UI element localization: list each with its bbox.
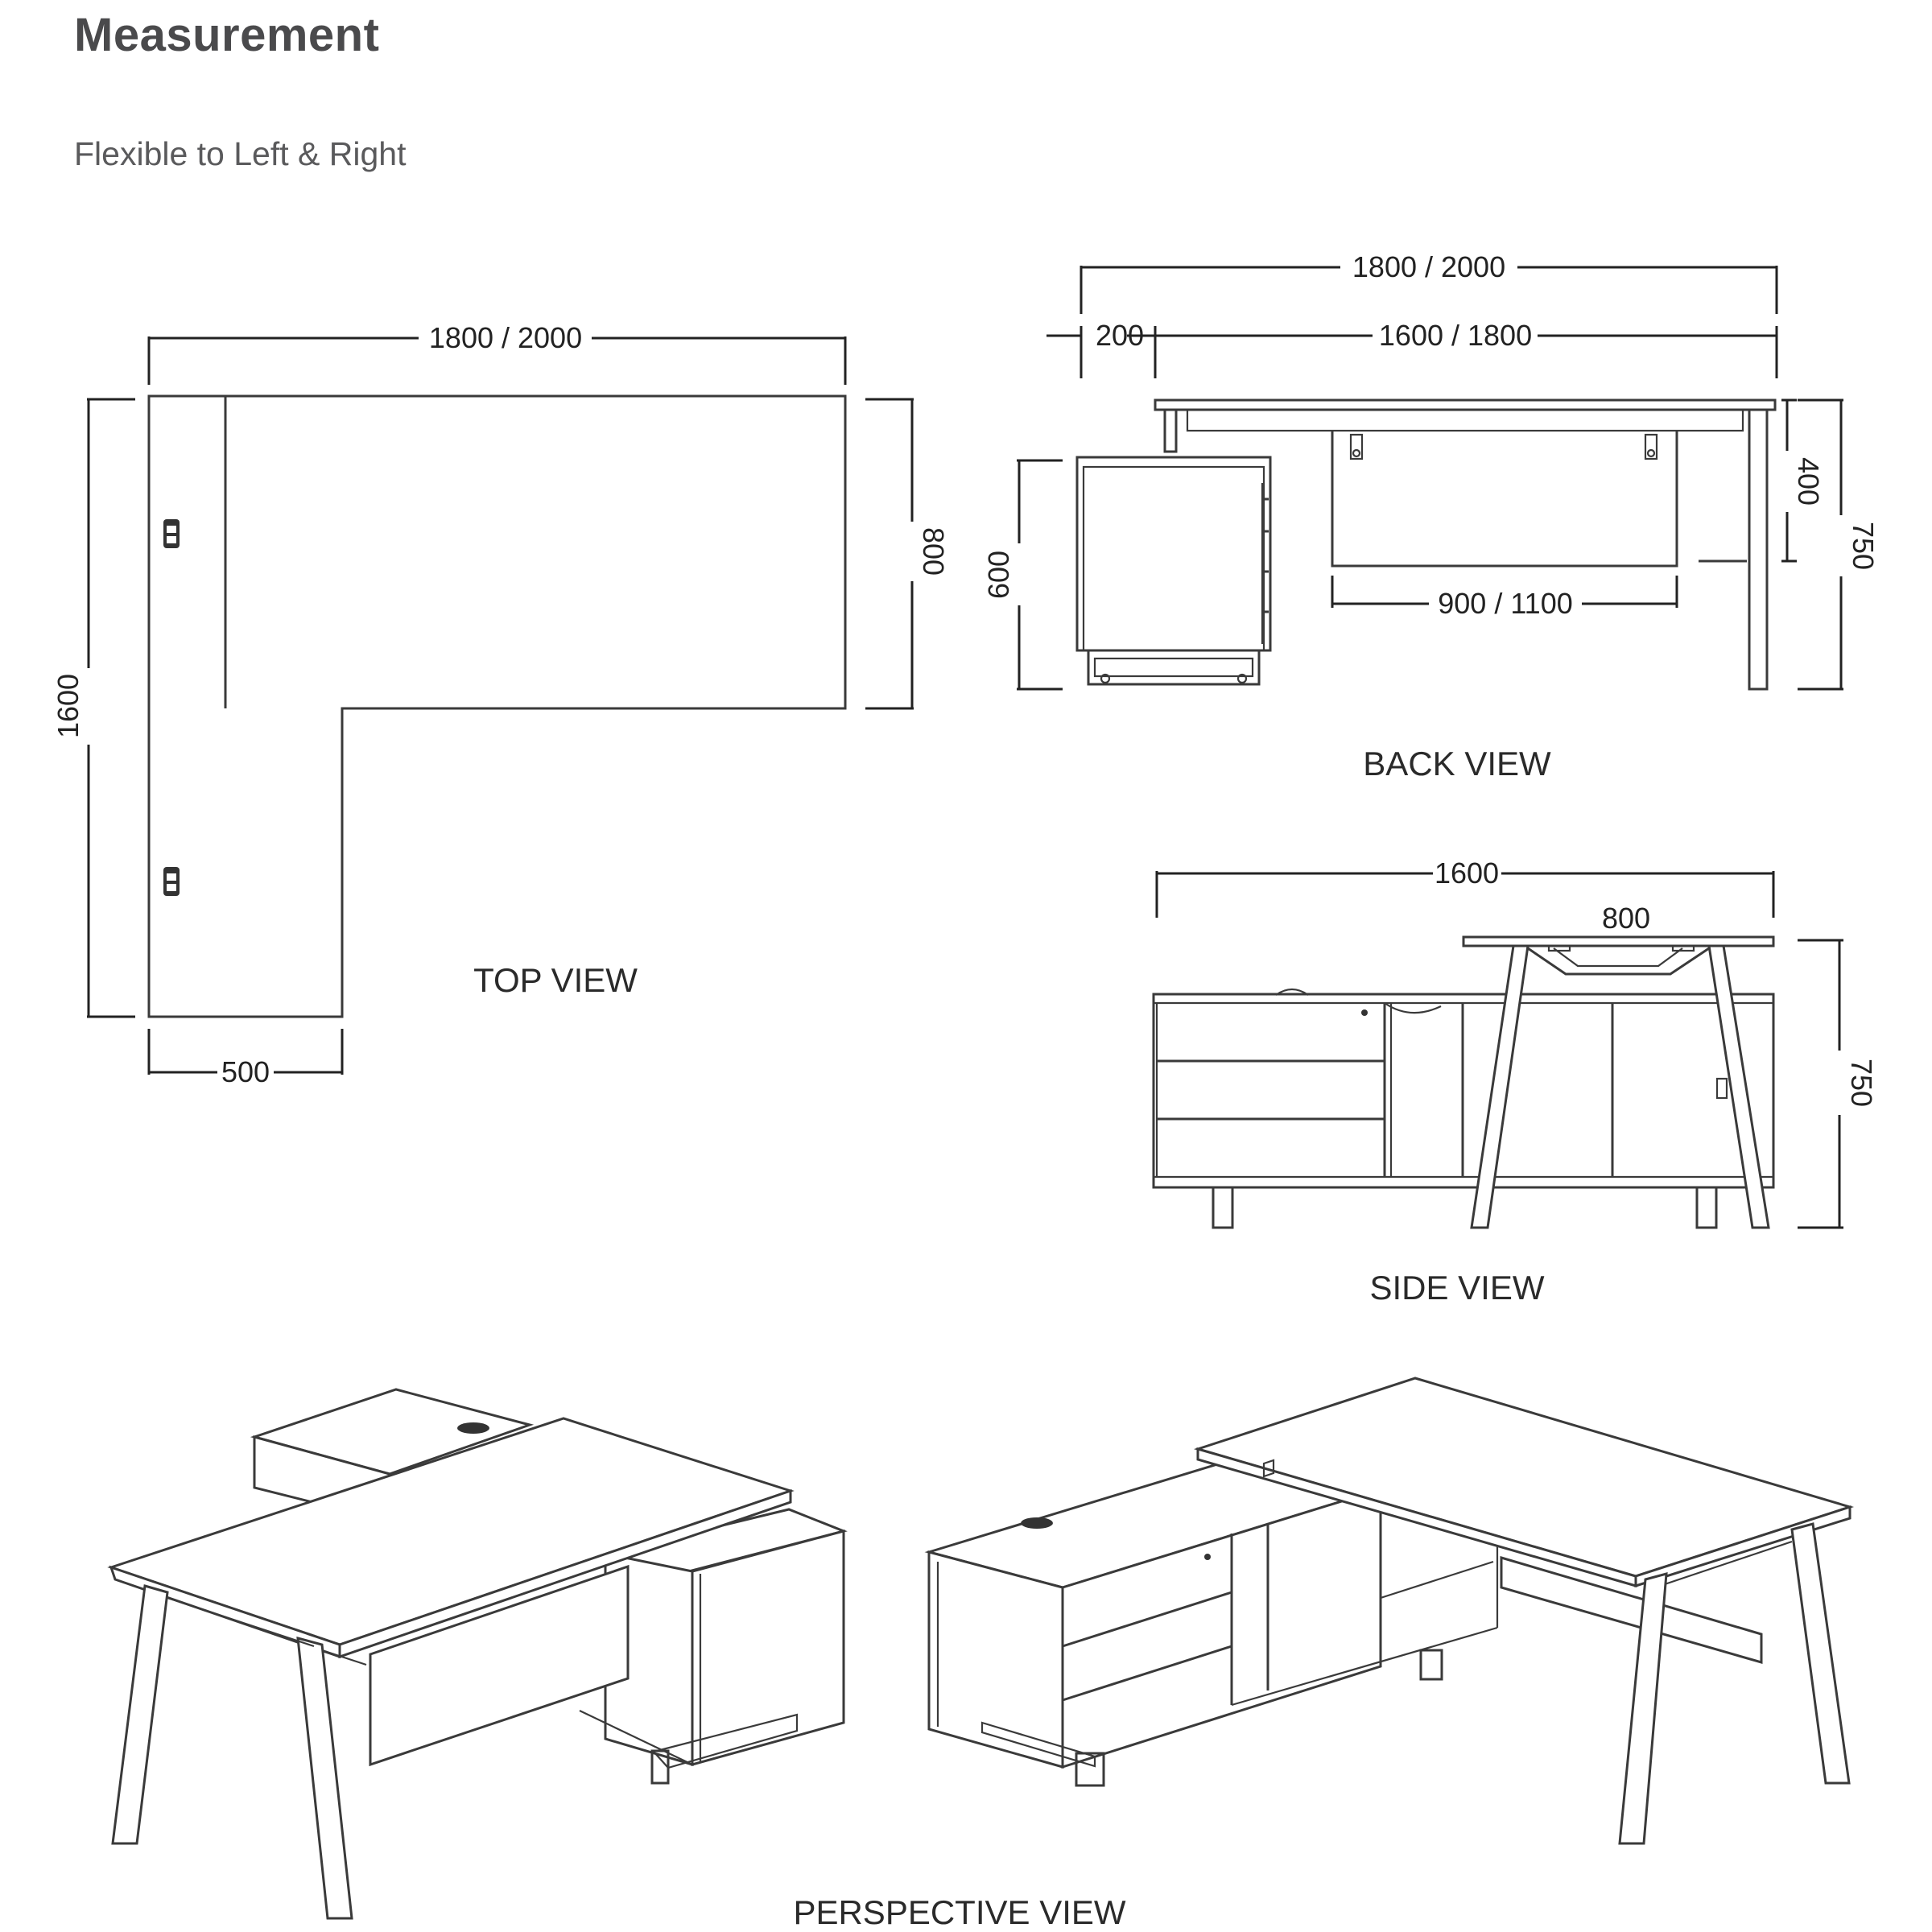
dim-back-height-label: 750 xyxy=(1847,522,1880,570)
side-view-credenza xyxy=(1152,993,1775,1189)
dimension-back-panel-height: 400 xyxy=(1781,398,1825,563)
top-view: 1800 / 2000 800 1600 500 TOP VIEW xyxy=(52,321,950,1088)
perspective-leg xyxy=(1618,1571,1668,1845)
dim-top-length-label: 1600 xyxy=(52,674,85,738)
side-view-a-leg xyxy=(1470,944,1530,1229)
dim-back-panel-label: 900 / 1100 xyxy=(1438,587,1572,620)
back-view-cabinet xyxy=(1075,456,1272,652)
dim-back-panel-height-label: 400 xyxy=(1792,457,1825,506)
back-view-label: BACK VIEW xyxy=(1363,745,1551,782)
dim-back-desk-label: 1600 / 1800 xyxy=(1379,319,1532,352)
perspective-view-label: PERSPECTIVE VIEW xyxy=(793,1893,1125,1931)
dimension-back-total: 1800 / 2000 xyxy=(1080,250,1778,314)
dimension-side-height: 750 xyxy=(1798,939,1878,1229)
dimension-top-width: 1800 / 2000 xyxy=(147,321,847,385)
dim-top-depth-label: 800 xyxy=(917,527,950,576)
dimension-back-offset: 200 xyxy=(1046,319,1155,378)
dim-top-width-label: 1800 / 2000 xyxy=(429,321,582,354)
dim-side-length-label: 1600 xyxy=(1435,857,1499,890)
cable-grommet-icon xyxy=(163,867,180,896)
back-view-leg xyxy=(1748,408,1769,691)
dim-side-top-depth-label: 800 xyxy=(1602,902,1650,935)
dim-back-offset-label: 200 xyxy=(1096,319,1144,352)
perspective-leg xyxy=(111,1584,169,1845)
dimension-back-desk: 1600 / 1800 xyxy=(1154,319,1778,378)
perspective-right xyxy=(924,1377,1855,1845)
dimension-top-depth: 800 xyxy=(865,398,950,710)
perspective-left xyxy=(107,1388,848,1920)
top-view-label: TOP VIEW xyxy=(473,961,638,999)
modesty-panel xyxy=(1331,431,1678,568)
dimension-top-return: 500 xyxy=(147,1029,344,1088)
dimension-back-cabinet-height: 600 xyxy=(982,459,1063,691)
dim-side-height-label: 750 xyxy=(1845,1059,1878,1107)
top-view-desk-outline xyxy=(147,394,847,1018)
back-view-tabletop xyxy=(1154,398,1777,411)
perspective-modesty-panel xyxy=(369,1564,630,1767)
side-view: 1600 800 750 SIDE VIEW xyxy=(1152,857,1878,1307)
dim-back-cabinet-height-label: 600 xyxy=(982,551,1015,599)
page-subtitle: Flexible to Left & Right xyxy=(74,135,407,172)
dim-top-return-label: 500 xyxy=(221,1055,270,1088)
back-view-leg xyxy=(1163,408,1178,453)
side-view-a-leg xyxy=(1707,944,1770,1229)
dimension-back-height: 750 xyxy=(1798,398,1880,691)
dim-back-total-label: 1800 / 2000 xyxy=(1352,250,1505,283)
dimension-top-length: 1600 xyxy=(52,398,135,1018)
dimension-back-panel: 900 / 1100 xyxy=(1331,576,1678,620)
page-title: Measurement xyxy=(74,9,380,61)
dimension-side-length: 1600 xyxy=(1155,857,1775,918)
perspective-leg xyxy=(1790,1522,1851,1785)
cable-grommet-icon xyxy=(163,519,180,548)
side-view-label: SIDE VIEW xyxy=(1369,1269,1544,1307)
side-view-desktop xyxy=(1462,935,1775,947)
perspective-leg xyxy=(296,1636,353,1920)
back-view: 1800 / 2000 200 1600 / 1800 900 / 1100 xyxy=(982,250,1880,782)
